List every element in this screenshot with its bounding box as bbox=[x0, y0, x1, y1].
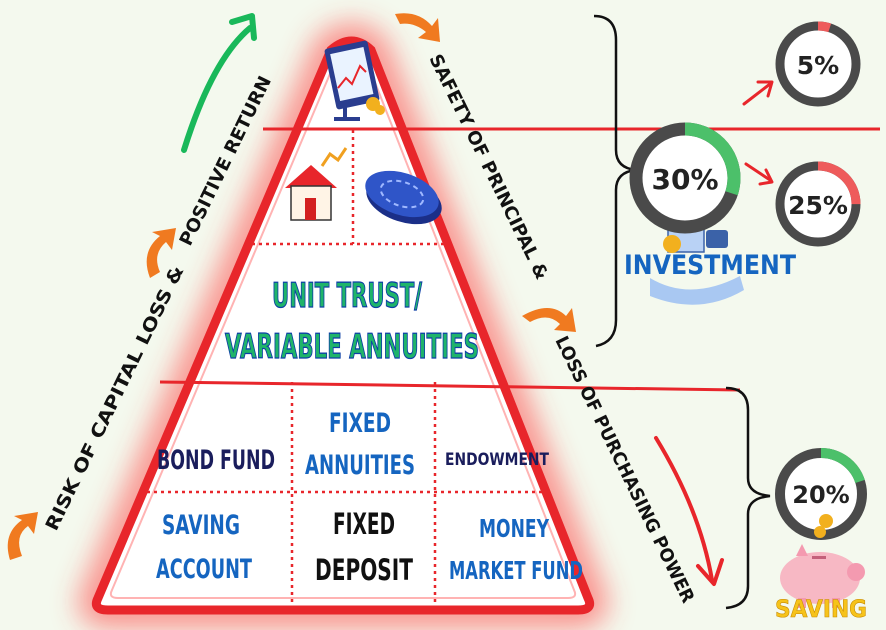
orange-arrow-icon-left-mid bbox=[146, 228, 176, 278]
saving-label: SAVING bbox=[775, 595, 867, 623]
pyramid-body bbox=[91, 36, 595, 615]
money-market-line1: MONEY bbox=[479, 514, 550, 543]
saving-boundary-line bbox=[159, 380, 741, 392]
orange-arrow-icon-right-mid bbox=[522, 308, 576, 332]
house-icon bbox=[285, 147, 348, 221]
pyramid bbox=[78, 23, 608, 628]
investment-ring-progress bbox=[629, 122, 741, 234]
fixed-annuities-line1: FIXED bbox=[329, 408, 391, 439]
saving-ring-progress bbox=[775, 448, 867, 540]
saving-account-line2: ACCOUNT bbox=[156, 554, 252, 585]
poker-chip-icon bbox=[365, 170, 442, 225]
orange-arrow-icon-top bbox=[395, 13, 440, 42]
green-up-arrow-icon bbox=[181, 13, 257, 153]
saving-group: 20% SAVING bbox=[775, 448, 867, 623]
unit-trust-line1: UNIT TRUST/ bbox=[272, 276, 422, 316]
fixed-deposit-line2: DEPOSIT bbox=[315, 553, 413, 587]
saving-brace bbox=[725, 386, 771, 610]
money-market-line2: MARKET FUND bbox=[449, 556, 583, 585]
small-ring-1-progress bbox=[775, 21, 861, 107]
small-ring-2-progress bbox=[775, 161, 861, 247]
fixed-deposit-line1: FIXED bbox=[333, 507, 395, 541]
endowment-label: ENDOWMENT bbox=[445, 450, 549, 470]
unit-trust-line2: VARIABLE ANNUITIES bbox=[225, 327, 479, 367]
small-ring-2-value: 25% bbox=[788, 191, 848, 220]
small-ring-1-value: 5% bbox=[797, 51, 839, 80]
red-down-arrow-icon bbox=[654, 436, 724, 586]
unit-trust-label: UNIT TRUST/ VARIABLE ANNUITIES bbox=[224, 275, 479, 367]
stock-chart-icon bbox=[324, 40, 385, 121]
investment-ring-value: 30% bbox=[651, 163, 718, 196]
saving-ring-value: 20% bbox=[792, 481, 849, 509]
piggy-bank-icon bbox=[780, 514, 865, 608]
red-arrow-to-5-icon bbox=[742, 80, 774, 106]
fixed-annuities-line2: ANNUITIES bbox=[305, 450, 415, 481]
orange-arrow-icon-left-bottom bbox=[7, 512, 38, 560]
investment-label: INVESTMENT bbox=[624, 250, 797, 281]
bond-fund-label: BOND FUND bbox=[157, 445, 275, 476]
saving-account-line1: SAVING bbox=[162, 510, 240, 541]
investment-group: 30% INVESTMENT 5% 25% bbox=[624, 21, 861, 305]
red-arrow-to-25-icon bbox=[744, 162, 774, 186]
